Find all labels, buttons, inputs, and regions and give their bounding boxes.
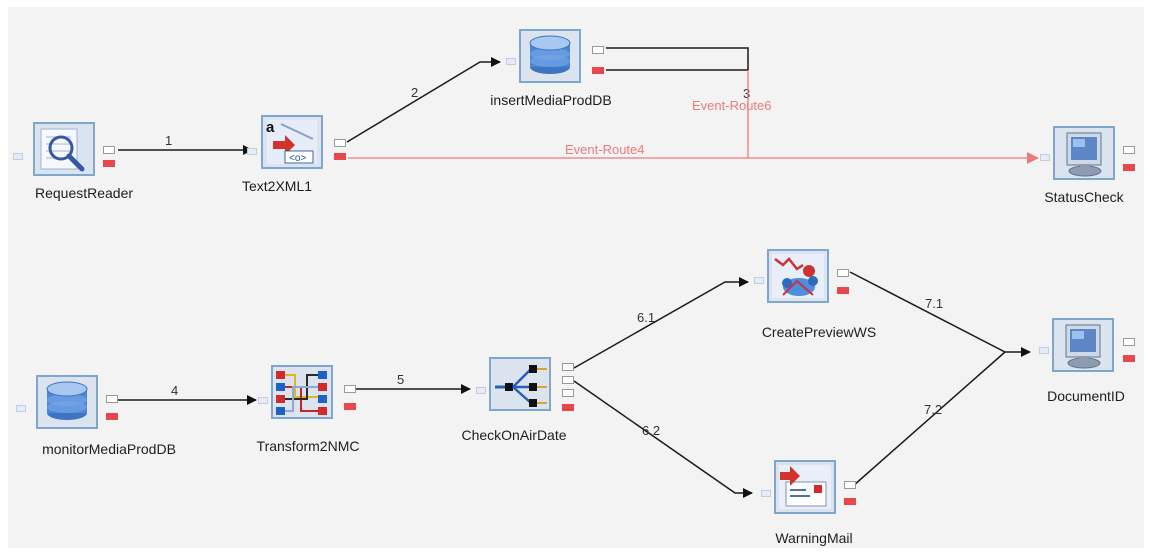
database-icon: [36, 375, 98, 429]
edge-5[interactable]: 5: [353, 372, 471, 394]
web-service-icon: [767, 249, 829, 303]
input-port[interactable]: [754, 277, 764, 284]
input-port[interactable]: [506, 58, 516, 65]
edge-1[interactable]: 1: [118, 133, 253, 155]
node-label: RequestReader: [34, 185, 134, 201]
node-label: DocumentID: [1047, 388, 1125, 404]
input-port[interactable]: [1040, 154, 1050, 161]
node-label: CreatePreviewWS: [761, 324, 877, 340]
text-to-xml-icon: a <o>: [261, 115, 323, 169]
edge-3[interactable]: 3: [606, 47, 750, 101]
magnifier-document-icon: [33, 122, 95, 176]
edge-label-5: 5: [397, 372, 404, 387]
edge-label-2: 2: [411, 85, 418, 100]
edge-7-1[interactable]: 7.1: [849, 271, 1031, 357]
edge-2[interactable]: 2: [346, 57, 501, 143]
output-port[interactable]: [334, 139, 346, 147]
node-label: StatusCheck: [1044, 189, 1124, 205]
event-route-6[interactable]: Event-Route6: [692, 70, 772, 158]
edge-7-2[interactable]: 7.2: [852, 351, 1006, 487]
input-port[interactable]: [247, 148, 257, 155]
node-label: insertMediaProdDB: [490, 92, 612, 108]
output-port[interactable]: [344, 385, 356, 393]
edge-6-1[interactable]: 6.1: [573, 277, 749, 369]
edge-label-6-1: 6.1: [637, 310, 655, 325]
input-port[interactable]: [13, 153, 23, 160]
edge-6-2[interactable]: 6.2: [573, 380, 753, 498]
error-port[interactable]: [1123, 355, 1135, 362]
output-port[interactable]: [562, 376, 574, 384]
node-label: Text2XML1: [241, 178, 313, 194]
event-route-4[interactable]: Event-Route4: [348, 142, 1039, 164]
svg-text:<o>: <o>: [289, 153, 306, 164]
output-port[interactable]: [562, 389, 574, 397]
output-port[interactable]: [844, 481, 856, 489]
edge-label-7-1: 7.1: [925, 296, 943, 311]
output-port[interactable]: [837, 269, 849, 277]
error-port[interactable]: [103, 160, 115, 167]
monitor-icon: [1052, 318, 1114, 372]
input-port[interactable]: [1039, 347, 1049, 354]
error-port[interactable]: [106, 413, 118, 420]
mail-icon: [774, 460, 836, 514]
edge-label-6-2: 6.2: [642, 423, 660, 438]
error-port[interactable]: [334, 153, 346, 160]
switch-router-icon: [489, 357, 551, 411]
edge-label-7-2: 7.2: [924, 402, 942, 417]
input-port[interactable]: [761, 490, 771, 497]
output-port[interactable]: [592, 46, 604, 54]
edge-label-1: 1: [165, 133, 172, 148]
svg-text:a: a: [266, 119, 275, 136]
output-port[interactable]: [106, 395, 118, 403]
error-port[interactable]: [1123, 164, 1135, 171]
edge-label-4: 4: [171, 383, 178, 398]
output-port[interactable]: [103, 146, 115, 154]
error-port[interactable]: [344, 403, 356, 410]
output-port[interactable]: [562, 363, 574, 371]
node-label: monitorMediaProdDB: [42, 441, 176, 457]
canvas-background: [8, 7, 1144, 548]
database-icon: [519, 29, 581, 83]
edge-label-3: 3: [743, 86, 750, 101]
output-port[interactable]: [1123, 338, 1135, 346]
edge-4[interactable]: 4: [117, 383, 257, 405]
event-route-4-label: Event-Route4: [565, 142, 645, 157]
node-label: WarningMail: [775, 530, 853, 546]
node-label: Transform2NMC: [256, 438, 360, 454]
error-port[interactable]: [592, 67, 604, 74]
input-port[interactable]: [258, 397, 268, 404]
node-label: CheckOnAirDate: [461, 427, 567, 443]
error-port[interactable]: [562, 404, 574, 411]
monitor-icon: [1053, 126, 1115, 180]
error-port[interactable]: [844, 498, 856, 505]
input-port[interactable]: [476, 387, 486, 394]
output-port[interactable]: [1123, 146, 1135, 154]
transform-icon: [271, 365, 333, 419]
event-route-6-label: Event-Route6: [692, 98, 772, 113]
error-port[interactable]: [837, 287, 849, 294]
input-port[interactable]: [16, 405, 26, 412]
